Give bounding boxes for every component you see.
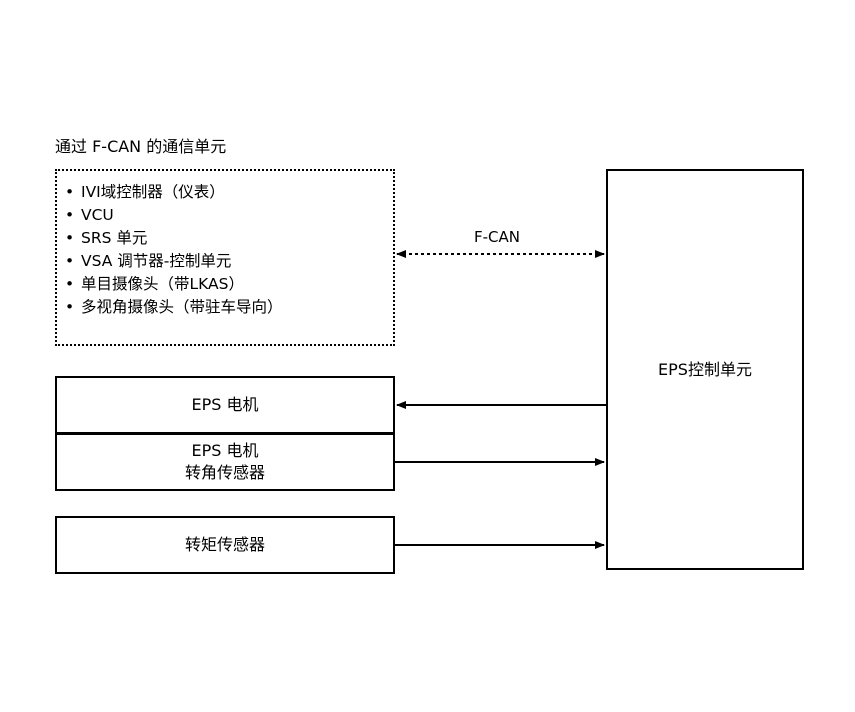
eps-motor-angle-sensor-label-line1: EPS 电机 <box>191 441 259 460</box>
eps-control-unit-box: EPS控制单元 <box>606 169 804 570</box>
can-unit-item: • VSA 调节器-控制单元 <box>65 250 283 273</box>
can-unit-label: VSA 调节器-控制单元 <box>81 252 232 270</box>
can-unit-label: 多视角摄像头（带驻车导向） <box>81 298 283 316</box>
can-unit-label: SRS 单元 <box>81 229 148 247</box>
can-unit-label: IVI域控制器（仪表） <box>81 183 225 201</box>
eps-motor-box: EPS 电机 <box>55 376 395 434</box>
eps-motor-label: EPS 电机 <box>191 395 259 414</box>
can-unit-item: • IVI域控制器（仪表） <box>65 181 283 204</box>
can-unit-item: • 单目摄像头（带LKAS） <box>65 273 283 296</box>
torque-sensor-box: 转矩传感器 <box>55 516 395 574</box>
bullet-icon: • <box>65 183 75 201</box>
bullet-icon: • <box>65 252 75 270</box>
eps-motor-angle-sensor-label-line2: 转角传感器 <box>184 463 265 482</box>
can-unit-label: 单目摄像头（带LKAS） <box>81 275 244 293</box>
bullet-icon: • <box>65 229 75 247</box>
bullet-icon: • <box>65 275 75 293</box>
torque-sensor-label: 转矩传感器 <box>184 535 265 554</box>
can-unit-label: VCU <box>81 206 114 224</box>
can-unit-item: • SRS 单元 <box>65 227 283 250</box>
eps-motor-angle-sensor-box: EPS 电机 转角传感器 <box>55 433 395 491</box>
eps-control-unit-label: EPS控制单元 <box>658 359 752 379</box>
can-unit-item: • 多视角摄像头（带驻车导向） <box>65 296 283 319</box>
bullet-icon: • <box>65 298 75 316</box>
f-can-label: F-CAN <box>474 228 520 246</box>
can-units-box: •IVI域控制器（仪表） •VCU •SRS 单元 •VSA 调节器-控制单元 … <box>55 169 395 346</box>
bullet-icon: • <box>65 206 75 224</box>
diagram-title: 通过 F-CAN 的通信单元 <box>55 137 227 156</box>
can-units-list: •IVI域控制器（仪表） •VCU •SRS 单元 •VSA 调节器-控制单元 … <box>65 181 283 319</box>
can-unit-item: • VCU <box>65 204 283 227</box>
